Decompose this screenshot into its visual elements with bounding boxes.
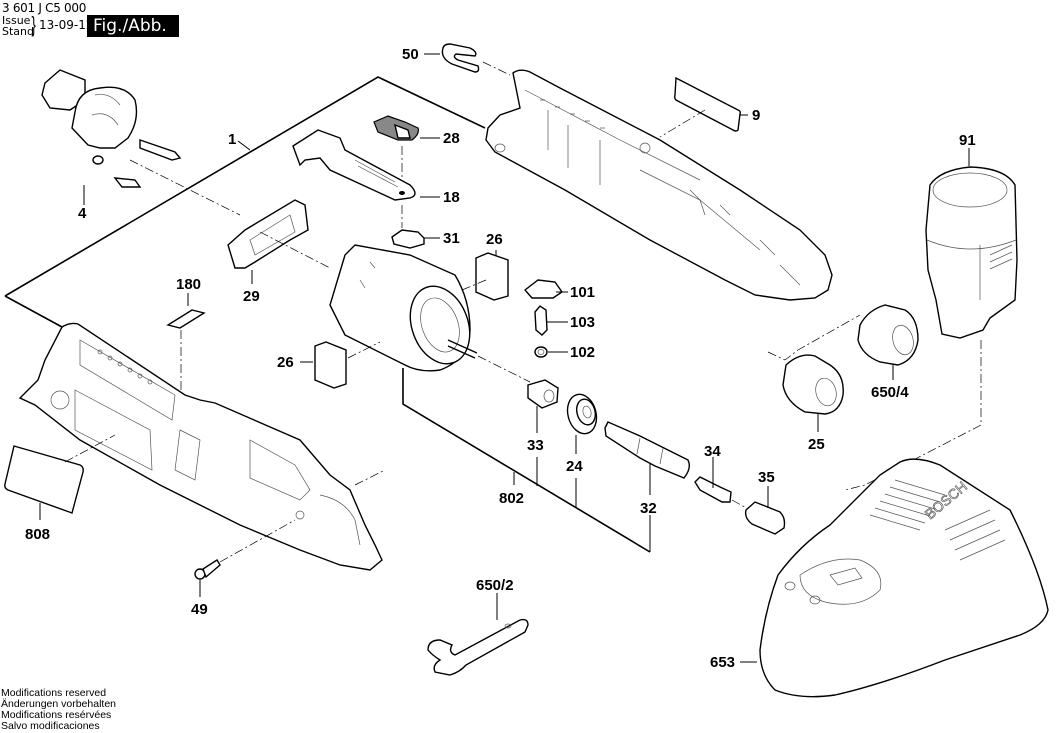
part-25-nose-cap[interactable] bbox=[782, 354, 844, 415]
label-32: 32 bbox=[640, 500, 657, 517]
notice-en: Modifications reserved bbox=[1, 687, 107, 699]
part-9-label[interactable] bbox=[673, 76, 741, 132]
label-33: 33 bbox=[527, 437, 544, 454]
label-180: 180 bbox=[176, 276, 201, 293]
axis-25 bbox=[767, 314, 861, 361]
part-180-light-indicator[interactable] bbox=[166, 309, 206, 329]
part-808-nameplate[interactable] bbox=[4, 445, 84, 514]
label-1: 1 bbox=[228, 131, 236, 148]
label-650-2: 650/2 bbox=[476, 577, 514, 594]
part-650-2-wrench[interactable] bbox=[427, 618, 529, 676]
part-18-slide-switch[interactable] bbox=[292, 129, 416, 201]
label-29: 29 bbox=[243, 288, 260, 305]
label-49: 49 bbox=[191, 601, 208, 618]
brace-glyph: } bbox=[31, 12, 36, 37]
leader-1 bbox=[237, 140, 251, 151]
part-650-4-cap[interactable] bbox=[857, 304, 919, 366]
label-9: 9 bbox=[752, 107, 760, 124]
part-26-damper-lower[interactable] bbox=[314, 341, 347, 389]
part-50-clip[interactable] bbox=[441, 43, 480, 73]
axis-housing bbox=[354, 469, 386, 486]
issue-date: 13-09-12 bbox=[39, 18, 94, 32]
part-34-collet[interactable] bbox=[694, 476, 732, 503]
part-4-switch[interactable] bbox=[41, 69, 182, 205]
part-102-spring[interactable] bbox=[534, 346, 548, 358]
axis-motor bbox=[477, 355, 531, 383]
label-808: 808 bbox=[25, 526, 50, 543]
stand-label: Stand bbox=[2, 25, 34, 38]
notice-de: Änderungen vorbehalten bbox=[1, 698, 117, 710]
label-91: 91 bbox=[959, 132, 976, 149]
label-26a: 26 bbox=[486, 231, 503, 248]
axis-9 bbox=[659, 109, 706, 138]
issue-labels: Issue Stand bbox=[2, 15, 34, 37]
label-50: 50 bbox=[402, 46, 419, 63]
part-24-ball-bearing[interactable] bbox=[563, 391, 600, 437]
axis-49 bbox=[219, 519, 296, 563]
label-101: 101 bbox=[570, 284, 595, 301]
axis-808 bbox=[64, 434, 116, 463]
label-26b: 26 bbox=[277, 354, 294, 371]
label-34: 34 bbox=[704, 443, 721, 460]
part-26-damper-upper[interactable] bbox=[475, 252, 509, 301]
issue-label: Issue bbox=[2, 14, 31, 27]
label-28: 28 bbox=[443, 130, 460, 147]
axis-26a bbox=[461, 279, 487, 291]
document-code: 3 601 J C5 000 bbox=[2, 1, 87, 15]
label-102: 102 bbox=[570, 344, 595, 361]
part-housing-half[interactable] bbox=[485, 69, 833, 301]
part-101-lock-button[interactable] bbox=[523, 279, 563, 299]
axis-50 bbox=[482, 61, 511, 76]
part-housing-body[interactable] bbox=[18, 322, 383, 571]
axis-26b bbox=[347, 341, 381, 359]
notice-es: Salvo modificaciones bbox=[1, 720, 100, 732]
label-653: 653 bbox=[710, 654, 735, 671]
assembly-bracket-1-lower bbox=[4, 295, 63, 328]
part-33-coupling[interactable] bbox=[527, 379, 559, 409]
label-802: 802 bbox=[499, 490, 524, 507]
label-18: 18 bbox=[443, 189, 460, 206]
assembly-bracket-802 bbox=[402, 368, 651, 553]
axis-29 bbox=[129, 159, 331, 269]
label-31: 31 bbox=[443, 230, 460, 247]
part-653-charger[interactable]: BOSCH bbox=[759, 458, 1049, 698]
part-28-switch-button[interactable] bbox=[373, 115, 419, 141]
part-motor[interactable] bbox=[329, 244, 480, 372]
part-31-pad[interactable] bbox=[391, 229, 425, 249]
part-29-switch-frame[interactable] bbox=[227, 199, 309, 269]
label-4: 4 bbox=[78, 205, 87, 222]
part-49-screw[interactable] bbox=[194, 559, 221, 580]
modifications-notice: Modifications reserved Änderungen vorbeh… bbox=[1, 688, 116, 732]
label-650-4: 650/4 bbox=[871, 384, 909, 401]
part-32-spindle[interactable] bbox=[604, 421, 691, 479]
label-103: 103 bbox=[570, 314, 595, 331]
figure-label: Fig./Abb. 1 bbox=[87, 15, 179, 58]
notice-fr: Modifications resérvées bbox=[1, 709, 112, 721]
axis-91 bbox=[844, 340, 982, 491]
assembly-bracket-1 bbox=[4, 76, 486, 297]
label-35: 35 bbox=[758, 469, 775, 486]
label-25: 25 bbox=[808, 436, 825, 453]
part-91-battery-pack[interactable] bbox=[925, 166, 1018, 339]
part-103-pin[interactable] bbox=[534, 305, 548, 336]
part-35-collet-nut[interactable] bbox=[744, 501, 786, 535]
label-24: 24 bbox=[566, 458, 583, 475]
